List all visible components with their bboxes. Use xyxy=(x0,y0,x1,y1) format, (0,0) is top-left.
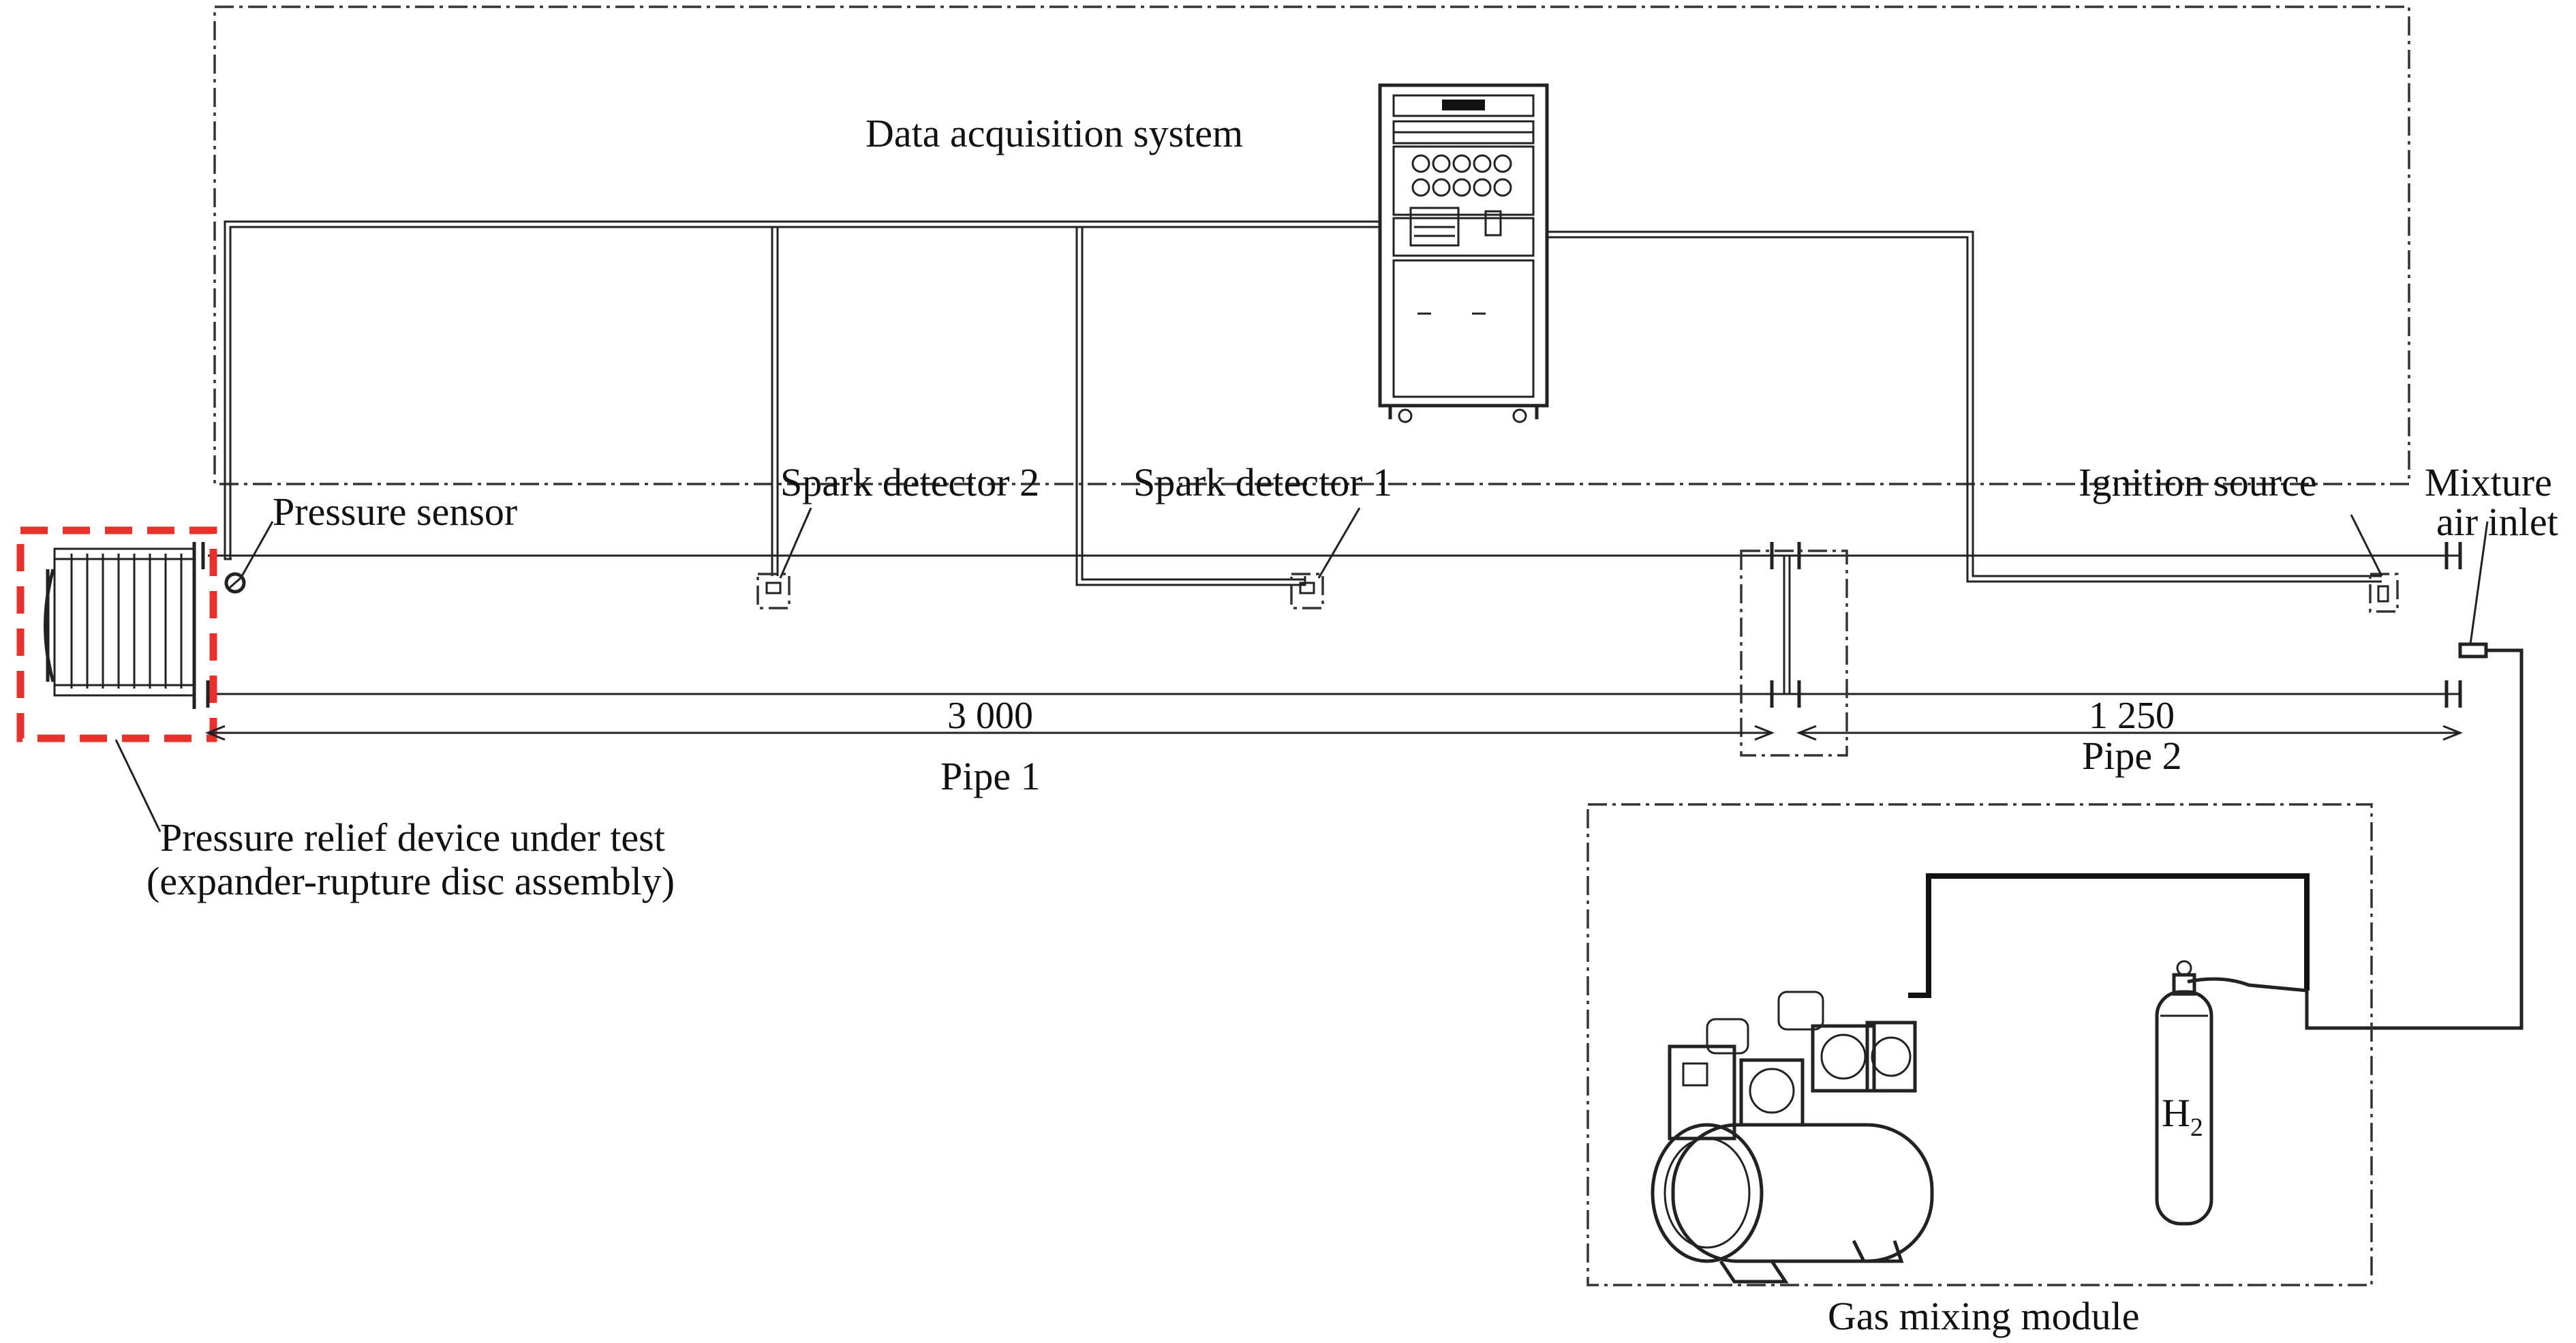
spark-detector-2-label: Spark detector 2 xyxy=(780,460,1039,504)
gas-mixing-module-label: Gas mixing module xyxy=(1828,1294,2140,1338)
dimension-lines xyxy=(204,725,2464,741)
gas-hose xyxy=(1908,873,2310,998)
prd-label-1: Pressure relief device under test xyxy=(160,815,665,860)
dimension-pipe2: 1 250 xyxy=(2089,695,2175,737)
pipe1-label: Pipe 1 xyxy=(940,754,1041,798)
dimension-pipe1: 3 000 xyxy=(947,695,1033,737)
air-compressor xyxy=(1651,991,1934,1284)
h2-label: H2 xyxy=(2162,1091,2203,1142)
prd-label-2: (expander-rupture disc assembly) xyxy=(147,859,675,903)
pipe-system xyxy=(201,542,2462,708)
h2-subscript: 2 xyxy=(2190,1113,2203,1142)
prd-highlight-box xyxy=(16,526,217,742)
mixture-inlet-label-1: Mixture xyxy=(2425,460,2552,504)
spark-detector-1-symbol xyxy=(1290,573,1324,609)
mixture-inlet xyxy=(2305,642,2524,1030)
cable-harness xyxy=(224,220,2382,586)
pressure-relief-device xyxy=(44,542,196,709)
spark-detector-2-symbol xyxy=(756,573,791,609)
pressure-sensor-symbol xyxy=(224,572,246,594)
mixture-inlet-label-2: air inlet xyxy=(2436,500,2558,544)
leader-lines xyxy=(114,507,2489,832)
spark-detector-1-label: Spark detector 1 xyxy=(1133,460,1392,504)
h2-cylinder xyxy=(2155,960,2213,1226)
daq-cabinet xyxy=(1378,83,1549,423)
pipe2-label: Pipe 2 xyxy=(2082,734,2182,778)
junction-box xyxy=(1740,549,1848,757)
enclosure-frame xyxy=(213,5,2410,485)
ignition-source-label: Ignition source xyxy=(2079,460,2317,504)
h2-symbol: H xyxy=(2162,1091,2190,1135)
gas-mixing-frame xyxy=(1586,803,2373,1286)
ignition-source-symbol xyxy=(2369,573,2399,613)
daq-label: Data acquisition system xyxy=(865,111,1243,155)
pressure-sensor-label: Pressure sensor xyxy=(273,489,517,534)
cylinder-hose xyxy=(2187,977,2307,993)
